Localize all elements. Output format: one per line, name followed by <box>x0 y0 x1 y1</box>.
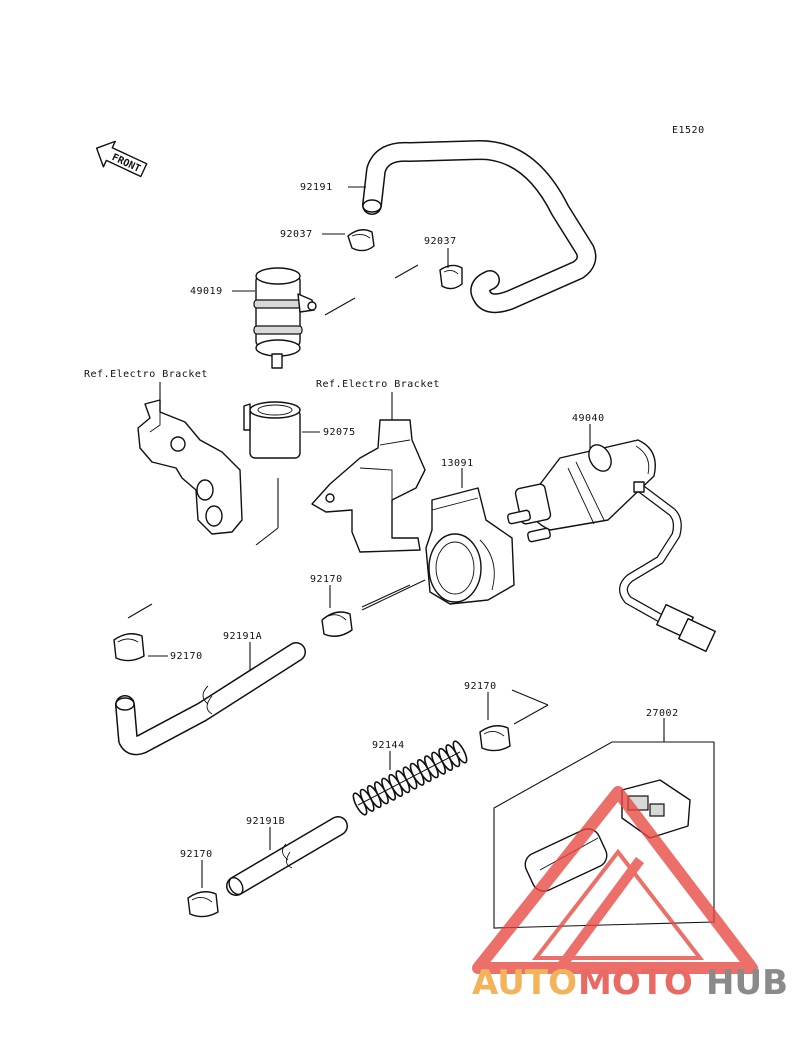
clamp-92170-center <box>321 611 353 637</box>
label-92037-a: 92037 <box>280 229 313 240</box>
clamp-92170-right <box>479 725 511 752</box>
label-92170-bottom: 92170 <box>180 849 213 860</box>
label-92191A: 92191A <box>223 631 262 642</box>
hose-92191A <box>115 642 306 756</box>
label-49019: 49019 <box>190 286 223 297</box>
electro-bracket-center <box>311 419 426 553</box>
label-92170-right: 92170 <box>464 681 497 692</box>
mount-13091 <box>425 487 515 605</box>
spring-92144 <box>352 740 468 816</box>
label-27002: 27002 <box>646 708 679 719</box>
diagram-code: E1520 <box>672 125 705 136</box>
electro-bracket-left <box>137 399 243 535</box>
label-92144: 92144 <box>372 740 405 751</box>
fuel-pump-49040 <box>507 439 656 543</box>
sleeve-92075 <box>243 401 301 459</box>
label-92191: 92191 <box>300 182 333 193</box>
label-92037-b: 92037 <box>424 236 457 247</box>
label-49040: 49040 <box>572 413 605 424</box>
hose-92191B <box>226 816 348 896</box>
watermark-auto: AUTO <box>472 963 577 1003</box>
label-13091: 13091 <box>441 458 474 469</box>
clamp-92037-b <box>439 264 463 290</box>
watermark-text: AUTO MOTO HUB <box>472 963 788 1003</box>
clamp-92170-bottom <box>187 891 219 918</box>
watermark-moto: MOTO <box>578 963 693 1003</box>
label-ref-bracket-center: Ref.Electro Bracket <box>316 379 440 390</box>
clamp-92037-a <box>347 229 375 252</box>
label-92170-center: 92170 <box>310 574 343 585</box>
spring-coil <box>452 740 468 764</box>
watermark-hub: HUB <box>706 963 788 1003</box>
clamp-92170-left <box>113 633 145 662</box>
front-arrow-icon: FRONT <box>95 140 148 178</box>
label-92075: 92075 <box>323 427 356 438</box>
pump-wire <box>619 481 716 653</box>
label-92191B: 92191B <box>246 816 285 827</box>
watermark-logo <box>472 786 758 974</box>
canister-49019 <box>253 267 317 369</box>
label-92170-left: 92170 <box>170 651 203 662</box>
hose-92191 <box>362 140 597 314</box>
label-ref-bracket-left: Ref.Electro Bracket <box>84 369 208 380</box>
